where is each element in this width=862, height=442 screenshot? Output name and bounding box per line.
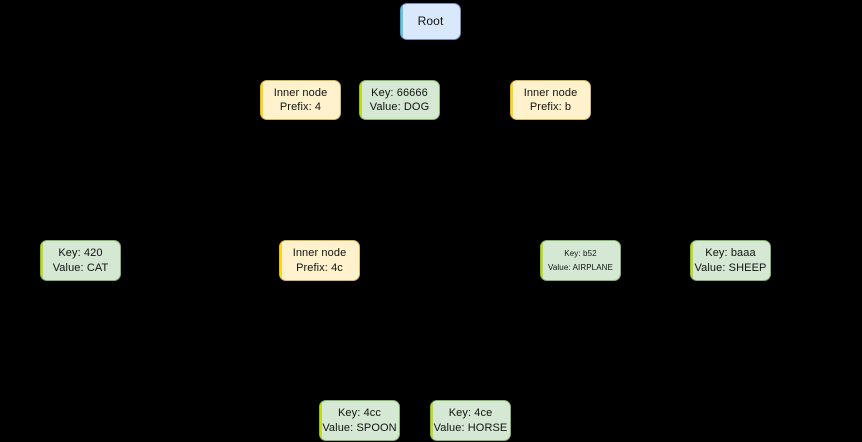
tree-node-label-primary: Key: baaa bbox=[705, 247, 756, 260]
tree-node-label-primary: Key: 420 bbox=[58, 247, 103, 260]
tree-node-label-secondary: Value: SPOON bbox=[322, 421, 397, 434]
tree-node-label-secondary: Value: AIRPLANE bbox=[548, 262, 613, 272]
tree-node-label-secondary: Value: HORSE bbox=[433, 421, 508, 434]
tree-node-label-primary: Inner node bbox=[292, 247, 347, 260]
tree-node-label-secondary: Value: SHEEP bbox=[694, 261, 767, 274]
tree-node-label-primary: Inner node bbox=[523, 86, 578, 99]
tree-node-label-secondary: Value: CAT bbox=[52, 261, 109, 274]
tree-node-label-primary: Key: 4ce bbox=[448, 407, 493, 420]
tree-node-label-primary: Root bbox=[417, 13, 444, 28]
tree-node-label-primary: Inner node bbox=[273, 86, 328, 99]
tree-node-label-secondary: Value: DOG bbox=[369, 101, 430, 113]
tree-node-root[interactable]: Root bbox=[400, 3, 461, 40]
tree-node-label-secondary: Prefix: b bbox=[529, 101, 572, 113]
tree-node-label-secondary: Prefix: 4c bbox=[296, 261, 343, 274]
tree-node-label-primary: Key: 66666 bbox=[371, 86, 428, 99]
tree-node-label-primary: Key: b52 bbox=[564, 248, 597, 258]
tree-node-label-secondary: Prefix: 4 bbox=[279, 101, 322, 113]
tree-node-label-primary: Key: 4cc bbox=[338, 407, 381, 420]
